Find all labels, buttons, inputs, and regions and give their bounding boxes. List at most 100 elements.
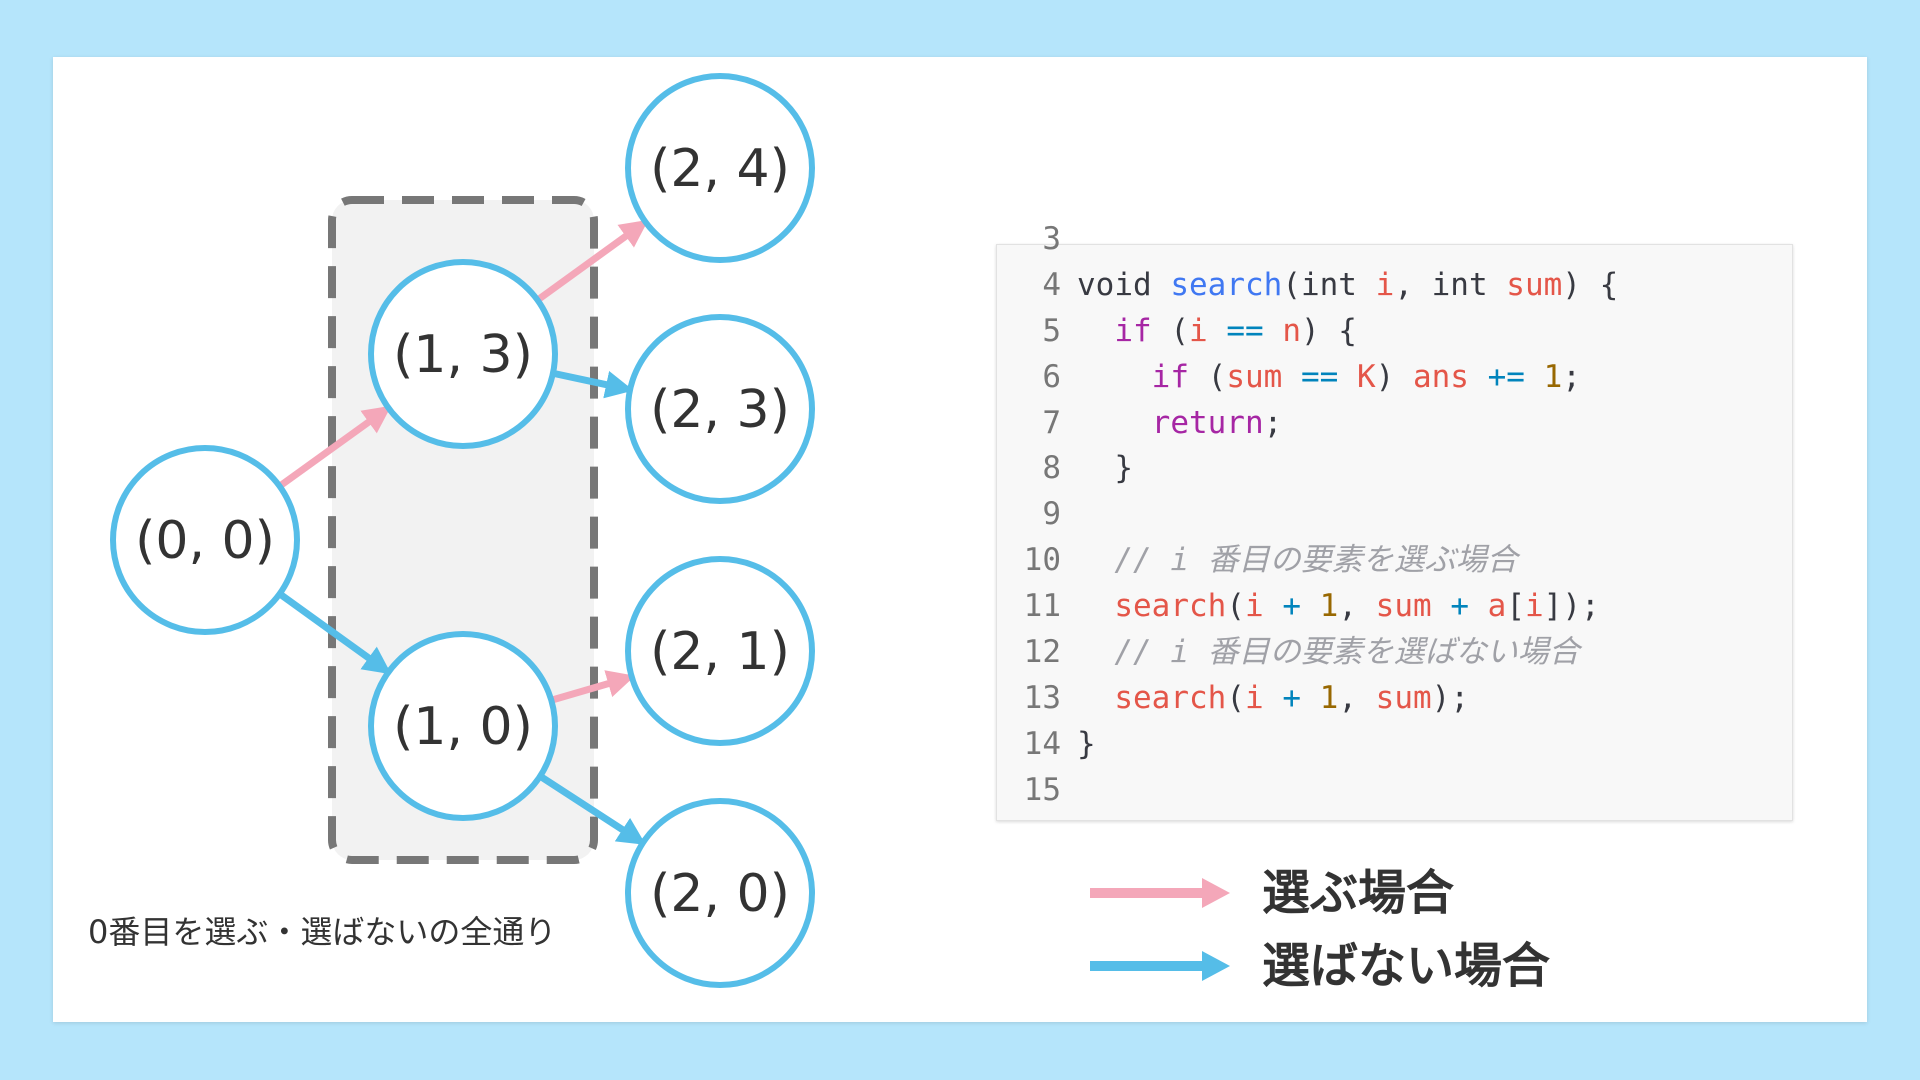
code-token <box>1077 588 1114 624</box>
code-token: return <box>1151 404 1264 441</box>
tree-node-circle <box>368 259 558 449</box>
code-token: } <box>1077 725 1096 762</box>
tree-node-label: (0, 0) <box>135 511 275 571</box>
line-number: 9 <box>1042 496 1061 533</box>
tree-node-circle <box>625 798 815 988</box>
code-token: , int <box>1394 266 1507 303</box>
code-token <box>1077 359 1152 395</box>
code-token: ) { <box>1300 312 1357 349</box>
code-token: == <box>1207 312 1283 349</box>
code-token: n <box>1282 312 1301 349</box>
code-token: a <box>1487 588 1507 625</box>
tree-node-circle <box>625 73 815 263</box>
code-text: // i 番目の要素を選ぶ場合 <box>1061 542 1518 579</box>
code-token: search <box>1114 679 1227 716</box>
code-token: // i 番目の要素を選ばない場合 <box>1077 634 1580 671</box>
code-token: } <box>1077 450 1133 487</box>
code-text: if (i == n) { <box>1061 313 1357 349</box>
tree-node-label: (2, 4) <box>650 139 790 199</box>
line-number: 3 <box>1042 221 1061 257</box>
code-token: K <box>1356 358 1376 395</box>
tree-node-n00: (0, 0) <box>110 445 300 635</box>
line-number: 5 <box>1042 312 1061 349</box>
legend-choose-arrow <box>1090 878 1230 908</box>
tree-node-circle <box>110 445 300 635</box>
code-token: ) <box>1375 358 1413 395</box>
code-text: } <box>1061 450 1133 486</box>
tree-node-n13: (1, 3) <box>368 259 558 449</box>
code-line: 10 // i 番目の要素を選ぶ場合 <box>997 538 1792 584</box>
legend-skip-arrow <box>1090 951 1230 981</box>
tree-node-circle <box>625 314 815 504</box>
tree-node-label: (1, 0) <box>393 697 533 757</box>
code-token: ; <box>1263 404 1283 441</box>
tree-node-label: (2, 3) <box>650 380 790 440</box>
code-token: search <box>1170 266 1283 303</box>
line-number: 11 <box>1023 588 1061 625</box>
code-token: += <box>1468 358 1544 395</box>
code-token: 1 <box>1319 679 1339 716</box>
code-line: 3 <box>997 217 1792 263</box>
code-line: 7 return; <box>997 401 1792 447</box>
code-text <box>1061 496 1077 532</box>
line-number: 15 <box>1023 771 1061 808</box>
slide-card: (0, 0) (1, 3) (1, 0) (2, 4) (2, 3) (2, 1) (2, … <box>53 57 1867 1022</box>
code-token: sum <box>1375 588 1432 625</box>
code-token: sum <box>1226 358 1283 395</box>
tree-node-circle <box>625 556 815 746</box>
code-text: void search(int i, int sum) { <box>1061 267 1618 303</box>
search-tree-diagram: (0, 0) (1, 3) (1, 0) (2, 4) (2, 3) (2, 1) (2, … <box>110 73 815 988</box>
code-token: , <box>1338 588 1376 625</box>
code-text <box>1061 221 1077 257</box>
code-token: + <box>1263 679 1320 716</box>
code-token: [ <box>1506 588 1525 625</box>
tree-node-n20: (2, 0) <box>625 798 815 988</box>
code-token <box>1077 405 1152 441</box>
line-number: 12 <box>1023 634 1061 671</box>
code-token: ( <box>1226 588 1245 625</box>
code-line: 9 <box>997 492 1792 538</box>
code-line: 13 search(i + 1, sum); <box>997 676 1792 722</box>
edge-skip-n00-n10 <box>277 590 392 675</box>
code-token: , <box>1338 679 1376 716</box>
code-token: i <box>1244 679 1264 716</box>
code-text <box>1061 772 1077 808</box>
code-token: sum <box>1506 266 1563 303</box>
code-line: 12 // i 番目の要素を選ばない場合 <box>997 630 1792 676</box>
code-token: void <box>1077 266 1171 303</box>
code-token: ]); <box>1543 588 1600 625</box>
legend-choose-label: 選ぶ場合 <box>1262 865 1455 921</box>
tree-node-circle <box>368 631 558 821</box>
code-token: i <box>1244 588 1264 625</box>
code-token: ) { <box>1562 266 1619 303</box>
code-token: ( <box>1151 312 1189 349</box>
edge-choose-n13-n24 <box>535 219 649 303</box>
line-number: 13 <box>1023 679 1061 716</box>
code-token: 1 <box>1543 358 1563 395</box>
code-token <box>1077 313 1114 349</box>
code-token: ); <box>1431 679 1469 716</box>
code-token: sum <box>1375 679 1432 716</box>
tree-node-n24: (2, 4) <box>625 73 815 263</box>
edge-skip-n10-n20 <box>538 773 646 845</box>
code-text: search(i + 1, sum + a[i]); <box>1061 588 1600 625</box>
code-line: 6 if (sum == K) ans += 1; <box>997 355 1792 401</box>
code-token: ( <box>1226 679 1245 716</box>
code-token: i <box>1188 312 1208 349</box>
line-number: 7 <box>1042 404 1061 441</box>
legend-skip-label: 選ばない場合 <box>1262 938 1551 994</box>
code-token: i <box>1375 266 1395 303</box>
tree-node-label: (2, 0) <box>650 864 790 924</box>
tree-node-label: (2, 1) <box>650 622 790 682</box>
tree-node-n10: (1, 0) <box>368 631 558 821</box>
line-number: 14 <box>1023 725 1061 762</box>
code-token: // i 番目の要素を選ぶ場合 <box>1077 542 1518 579</box>
edge-choose-n10-n21 <box>550 670 636 704</box>
code-token: ( <box>1188 358 1227 395</box>
edge-skip-n13-n23 <box>552 369 634 399</box>
code-line: 15 <box>997 768 1792 814</box>
code-token: 1 <box>1319 588 1339 625</box>
